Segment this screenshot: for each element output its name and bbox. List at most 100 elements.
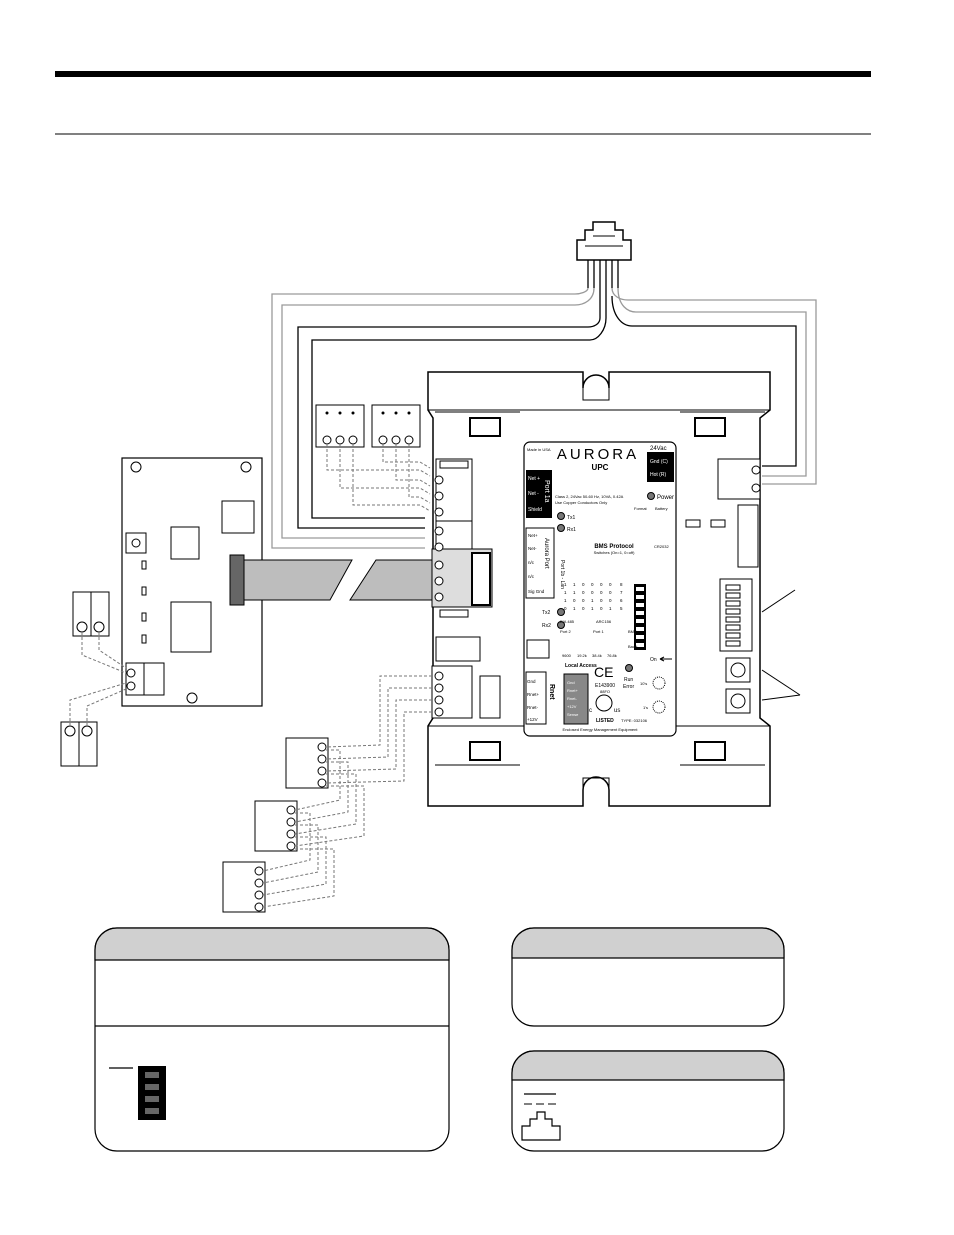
tx1-label: Tx1 (567, 515, 576, 521)
error-label: Error (623, 684, 634, 690)
baud-rate-2: 19.2k (577, 653, 587, 658)
rnet-inner-3: Rnet- (567, 696, 577, 701)
bottom-left-terminal-blocks (222, 675, 432, 913)
e-number-label: E143900 (595, 683, 615, 689)
left-top-terminal-blocks (315, 404, 431, 512)
dip-bit: 1 (564, 582, 567, 587)
listed-label: LISTED (596, 718, 614, 724)
format-label: Format (634, 506, 648, 511)
rnet-term-1: Gnd (527, 679, 536, 684)
interface-board (121, 457, 263, 707)
rx2-led (557, 621, 565, 629)
run-led (625, 664, 633, 672)
port1a-term-2: Net - (528, 491, 539, 497)
aurora-port-label: Aurora Port (543, 538, 549, 569)
made-in-label: Made in USA (527, 447, 551, 452)
rnet-term-3: Rnet- (527, 705, 539, 710)
port2-label: Port 2 (560, 629, 571, 634)
baud-label: Baud (628, 644, 637, 649)
ones-label: 1's (643, 705, 648, 710)
enclosed-label: Enclosed Energy Management Equipment (563, 727, 639, 732)
dip-bit: 1 (564, 598, 567, 603)
baud-rate-1: 9600 (562, 653, 572, 658)
copper-label: Use Copper Conductors Only (555, 500, 607, 505)
tens-label: 10's (640, 681, 647, 686)
ce-mark: CE (594, 664, 613, 680)
on-label: On (650, 657, 657, 663)
rnet-term-2: Rnet+ (527, 692, 540, 697)
bms-sw-label: BMS (628, 629, 637, 634)
rj45-cable-wires (271, 287, 817, 549)
rx2-label: Rx2 (542, 623, 551, 629)
arc-label: ARC156 (596, 619, 612, 624)
ul-mark (595, 694, 613, 712)
dip-bit: 0 (591, 590, 594, 595)
tx2-label: Tx2 (542, 610, 551, 616)
upc-label-panel: AURORA UPC Made in USA 24Vac Gnd (C) Hot… (523, 441, 677, 737)
legend-box-left (94, 927, 450, 1152)
battery-label: Battery (655, 506, 668, 511)
model-label: UPC (592, 463, 609, 472)
type-label: TYPE: 032106 (621, 718, 648, 723)
dip-bit: 0 (573, 598, 576, 603)
port1-label: Port 1 (593, 629, 604, 634)
rx1-led (557, 524, 565, 532)
dip-bit: 1 (573, 606, 576, 611)
temp-label: 88FO (600, 689, 610, 694)
header-thick-rule (55, 71, 871, 77)
power-gnd-label: Gnd (C) (650, 459, 668, 465)
tens-rotary-switch (652, 676, 666, 690)
dip-bit: 0 (600, 590, 603, 595)
aurora-term-4: n/c (528, 574, 535, 579)
dip-bit: 1 (591, 598, 594, 603)
dip-row-number: 8 (620, 582, 623, 587)
legend-box-right-top (511, 927, 785, 1027)
port1a-term-3: Shield (528, 507, 542, 513)
bms-title-label: BMS Protocol (594, 544, 634, 550)
rnet-inner-5: Sense (567, 712, 579, 717)
dip-bit: 0 (564, 606, 567, 611)
dip-bit: 0 (600, 606, 603, 611)
rnet-label: Rnet (548, 684, 555, 700)
left-terminal-strip (431, 458, 501, 719)
legend-box-right-bottom (511, 1050, 785, 1152)
power-hot-label: Hot (R) (650, 472, 666, 478)
dip-bit: 1 (573, 582, 576, 587)
dip-bit: 0 (582, 582, 585, 587)
brand-label: AURORA (557, 446, 639, 463)
dip-bit: 0 (609, 598, 612, 603)
rj45-plug-top (576, 221, 632, 288)
port1a-term-1: Net + (528, 476, 540, 482)
dip-row-number: 5 (620, 606, 623, 611)
port1a-label: Port 1a (543, 480, 550, 503)
port1b-label: Port 1b - Lan (559, 560, 565, 589)
ones-rotary-switch (652, 700, 666, 714)
local-access-label: Local Access (565, 663, 597, 669)
dip-bit: 1 (609, 606, 612, 611)
dip-row-number: 6 (620, 598, 623, 603)
power-led (647, 492, 655, 500)
baud-rate-4: 76.8k (607, 653, 617, 658)
aurora-term-2: Net- (528, 546, 537, 551)
rnet-inner-2: Rnet+ (567, 688, 578, 693)
rnet-inner-1: Gnd (567, 680, 575, 685)
right-side-parts (685, 458, 801, 714)
power-header-label: 24Vac (650, 446, 667, 452)
rnet-inner-4: +12V (567, 704, 577, 709)
bms-sub-label: Switches (On=1, 0=off) (594, 550, 636, 555)
dip-bit: 0 (582, 606, 585, 611)
tx2-led (557, 608, 565, 616)
rj45-jack-icon (521, 1111, 561, 1141)
dip-bit: 0 (591, 582, 594, 587)
aurora-term-3: n/c (528, 560, 535, 565)
aurora-term-5: Sig Gnd (528, 589, 545, 594)
ribbon-cable (243, 559, 471, 601)
ul-c-label: c (589, 708, 592, 714)
rx1-label: Rx1 (567, 527, 576, 533)
aurora-term-1: Net+ (528, 533, 538, 538)
baud-rate-3: 38.4k (592, 653, 602, 658)
eia-label: EIA 485 (560, 619, 575, 624)
tx1-led (557, 512, 565, 520)
